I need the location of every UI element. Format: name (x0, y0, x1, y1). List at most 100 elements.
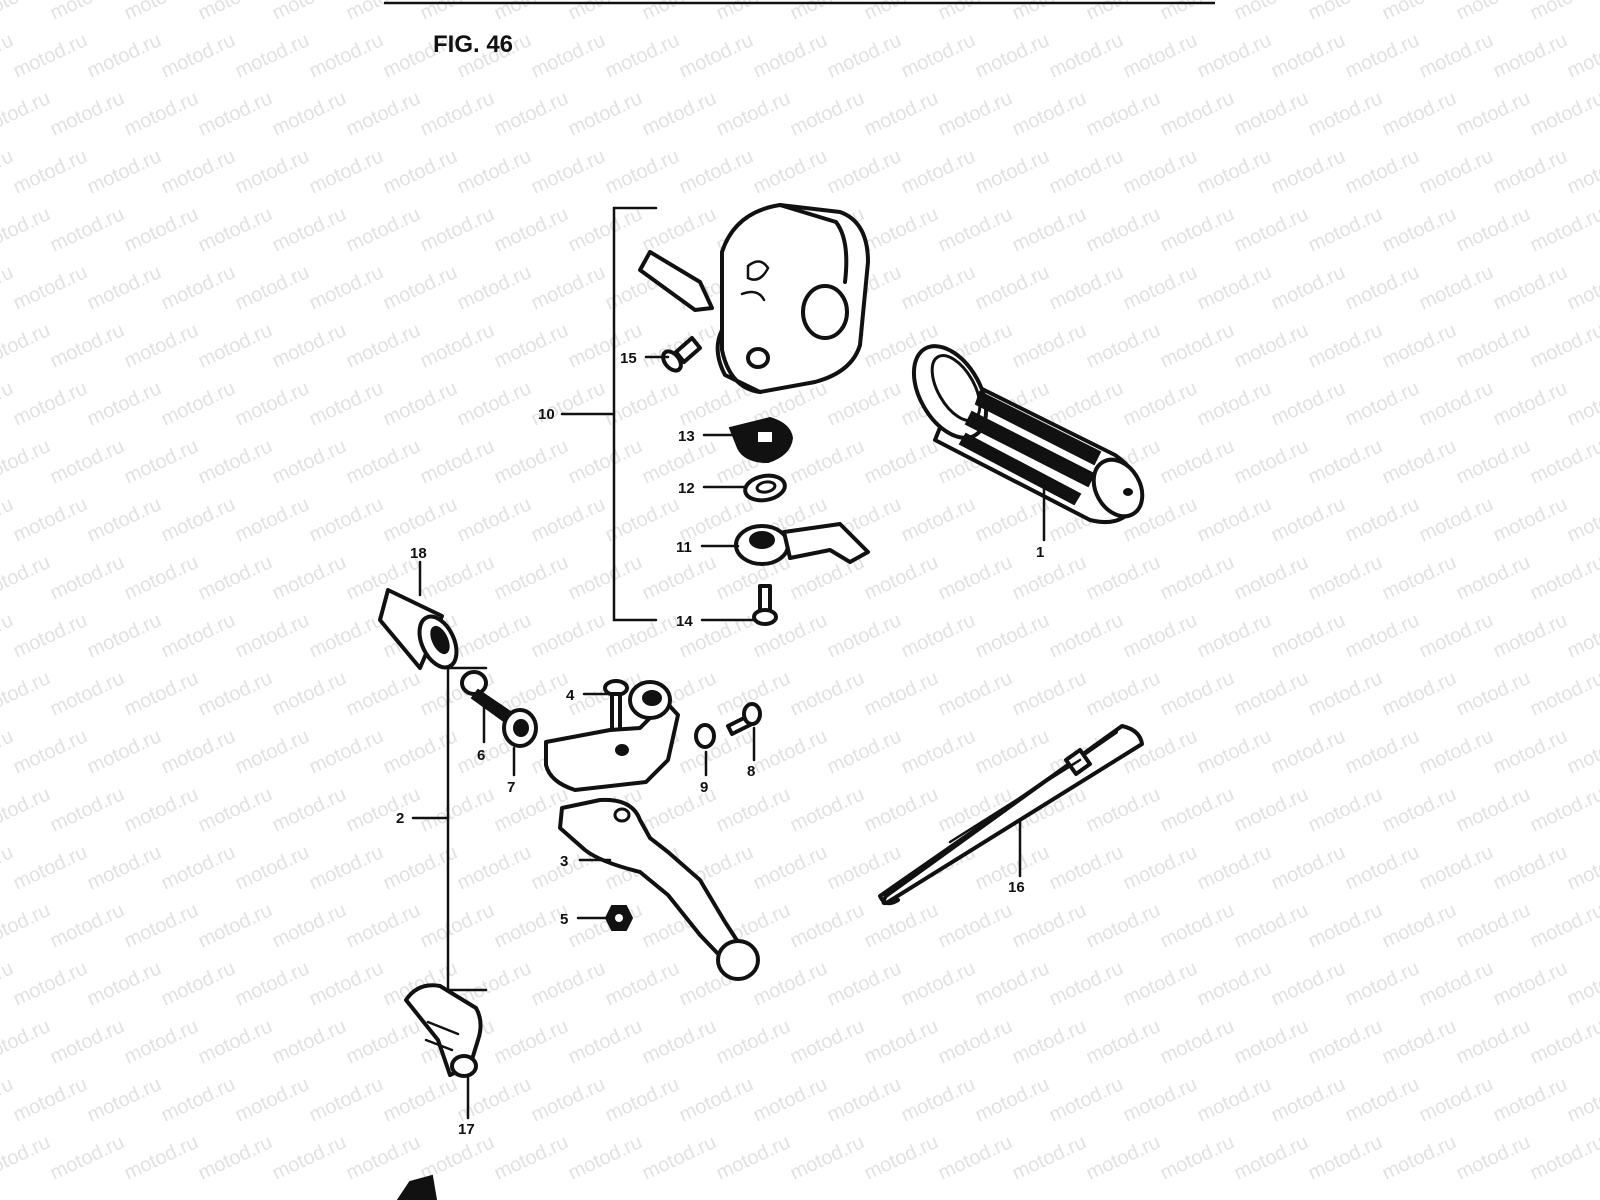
watermark-text: motod.ru (1453, 319, 1534, 372)
watermark-text: motod.ru (1527, 667, 1600, 720)
watermark-text: motod.ru (602, 29, 683, 82)
watermark-text: motod.ru (898, 29, 979, 82)
clutch-lever-3 (558, 797, 760, 981)
watermark-text: motod.ru (121, 435, 202, 488)
watermark-text: motod.ru (528, 261, 609, 314)
watermark-text: motod.ru (1157, 1131, 1238, 1184)
watermark-text: motod.ru (1416, 841, 1497, 894)
spacer-7 (502, 708, 538, 748)
watermark-text: motod.ru (1342, 29, 1423, 82)
watermark-text: motod.ru (639, 87, 720, 140)
watermark-text: motod.ru (787, 783, 868, 836)
watermark-text: motod.ru (1305, 87, 1386, 140)
watermark-text: motod.ru (454, 261, 535, 314)
watermark-text: motod.ru (10, 725, 91, 778)
watermark-text: motod.ru (306, 145, 387, 198)
watermark-text: motod.ru (47, 783, 128, 836)
watermark-text: motod.ru (1009, 1131, 1090, 1184)
watermark-text: motod.ru (1527, 435, 1600, 488)
watermark-text: motod.ru (195, 435, 276, 488)
watermark-text: motod.ru (343, 783, 424, 836)
watermark-text: motod.ru (121, 203, 202, 256)
watermark-text: motod.ru (713, 1131, 794, 1184)
callout-7: 7 (507, 779, 515, 796)
callout-2: 2 (396, 810, 404, 827)
switch-lever-11 (734, 522, 870, 566)
watermark-text: motod.ru (1342, 493, 1423, 546)
handlebar-grip (911, 344, 1145, 525)
watermark-text: motod.ru (1157, 783, 1238, 836)
watermark-text: motod.ru (454, 493, 535, 546)
watermark-text: motod.ru (417, 899, 498, 952)
watermark-text: motod.ru (84, 725, 165, 778)
watermark-text: motod.ru (1490, 29, 1571, 82)
watermark-text: motod.ru (1453, 1015, 1534, 1068)
watermark-text: motod.ru (491, 319, 572, 372)
watermark-text: motod.ru (195, 1015, 276, 1068)
watermark-text: motod.ru (417, 551, 498, 604)
watermark-text: motod.ru (1527, 0, 1600, 25)
bracket-2 (446, 666, 488, 992)
watermark-text: motod.ru (1046, 957, 1127, 1010)
watermark-text: motod.ru (84, 145, 165, 198)
watermark-text: motod.ru (121, 783, 202, 836)
watermark-text: motod.ru (306, 609, 387, 662)
watermark-text: motod.ru (935, 899, 1016, 952)
callout-13: 13 (678, 428, 695, 445)
watermark-text: motod.ru (1231, 319, 1312, 372)
callout-1: 1 (1036, 544, 1044, 561)
watermark-text: motod.ru (232, 29, 313, 82)
watermark-text: motod.ru (1490, 841, 1571, 894)
watermark-text: motod.ru (1564, 493, 1600, 546)
watermark-text: motod.ru (1305, 1015, 1386, 1068)
watermark-text: motod.ru (158, 725, 239, 778)
bolt-6 (460, 670, 517, 726)
callout-16: 16 (1008, 879, 1025, 896)
watermark-text: motod.ru (1009, 319, 1090, 372)
watermark-text: motod.ru (1490, 493, 1571, 546)
watermark-text: motod.ru (528, 29, 609, 82)
watermark-text: motod.ru (1120, 957, 1201, 1010)
watermark-text: motod.ru (1194, 725, 1275, 778)
watermark-text: motod.ru (713, 1015, 794, 1068)
watermark-text: motod.ru (1194, 261, 1275, 314)
watermark-text: motod.ru (0, 899, 54, 952)
watermark-text: motod.ru (898, 609, 979, 662)
watermark-text: motod.ru (1416, 609, 1497, 662)
watermark-text: motod.ru (972, 725, 1053, 778)
watermark-text: motod.ru (1268, 29, 1349, 82)
watermark-text: motod.ru (565, 1131, 646, 1184)
watermark-text: motod.ru (528, 957, 609, 1010)
watermark-text: motod.ru (1157, 87, 1238, 140)
watermark-text: motod.ru (1453, 667, 1534, 720)
watermark-text: motod.ru (750, 145, 831, 198)
watermark-text: motod.ru (639, 203, 720, 256)
watermark-text: motod.ru (491, 1015, 572, 1068)
watermark-text: motod.ru (1305, 319, 1386, 372)
watermark-text: motod.ru (269, 667, 350, 720)
watermark-text: motod.ru (972, 957, 1053, 1010)
watermark-text: motod.ru (343, 203, 424, 256)
watermark-text: motod.ru (935, 1015, 1016, 1068)
watermark-text: motod.ru (1305, 899, 1386, 952)
watermark-text: motod.ru (972, 29, 1053, 82)
watermark-text: motod.ru (1379, 783, 1460, 836)
watermark-text: motod.ru (1490, 609, 1571, 662)
watermark-text: motod.ru (121, 87, 202, 140)
watermark-text: motod.ru (269, 1015, 350, 1068)
callout-17: 17 (458, 1121, 475, 1138)
watermark-text: motod.ru (0, 783, 54, 836)
watermark-text: motod.ru (10, 377, 91, 430)
watermark-text: motod.ru (121, 319, 202, 372)
callout-14: 14 (676, 613, 693, 630)
watermark-text: motod.ru (10, 493, 91, 546)
watermark-text: motod.ru (528, 609, 609, 662)
watermark-text: motod.ru (0, 667, 54, 720)
callout-8: 8 (747, 763, 755, 780)
watermark-text: motod.ru (0, 957, 17, 1010)
switch-housing (638, 203, 870, 394)
watermark-text: motod.ru (1268, 841, 1349, 894)
watermark-text: motod.ru (1379, 87, 1460, 140)
watermark-text: motod.ru (1564, 841, 1600, 894)
